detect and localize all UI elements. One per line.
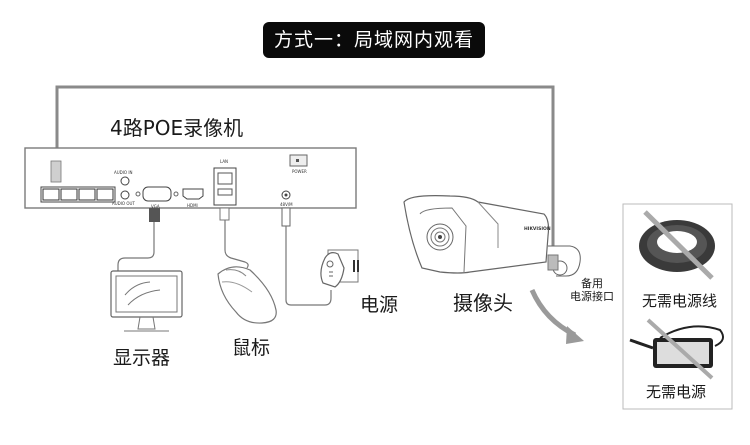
nvr-title: 4路POE录像机 <box>110 116 244 140</box>
power-adapter-icon <box>320 249 359 288</box>
lan-label: LAN <box>220 159 228 164</box>
usb-cable <box>224 220 249 269</box>
page-title: 方式一：局域网内观看 <box>263 22 485 58</box>
hdmi-label: HDMI <box>187 203 198 208</box>
monitor-icon <box>110 270 183 332</box>
camera-brand: HIKVISION <box>524 226 551 232</box>
audio-in-label: AUDIO IN <box>114 170 133 175</box>
vga-cable <box>117 222 155 278</box>
mouse-icon <box>217 266 277 324</box>
backup-power-label: 备用 电源接口 <box>570 277 614 303</box>
dc-label: 48V/M <box>280 202 293 207</box>
no-cable-label: 无需电源线 <box>642 292 718 310</box>
strike-icon <box>643 210 714 280</box>
arrow-head <box>566 326 584 344</box>
vga-plug <box>149 208 160 222</box>
usb-plug <box>219 207 230 221</box>
audio-out-label: AUDIO OUT <box>112 201 135 206</box>
monitor-label: 显示器 <box>113 347 171 369</box>
strike-icon <box>646 318 714 380</box>
network-cable <box>55 85 555 258</box>
power-label: POWER <box>292 169 307 174</box>
vga-label: VGA <box>151 204 160 209</box>
mouse-label: 鼠标 <box>232 337 271 359</box>
camera-icon: HIKVISION <box>403 195 581 277</box>
dc-cable <box>285 226 332 306</box>
backup-power-line2: 电源接口 <box>570 290 614 303</box>
power-brick-icon <box>629 318 725 380</box>
nvr-unit: AUDIO IN AUDIO OUT VGA HDMI LAN POWER 48… <box>24 147 357 209</box>
power-adapter-label: 电源 <box>360 294 399 316</box>
camera-label: 摄像头 <box>453 291 513 315</box>
no-adapter-label: 无需电源 <box>646 383 707 401</box>
backup-power-line1: 备用 <box>581 277 603 290</box>
cable-coil-icon <box>639 210 715 280</box>
poe-ports <box>40 160 116 203</box>
dc-plug <box>281 207 291 227</box>
